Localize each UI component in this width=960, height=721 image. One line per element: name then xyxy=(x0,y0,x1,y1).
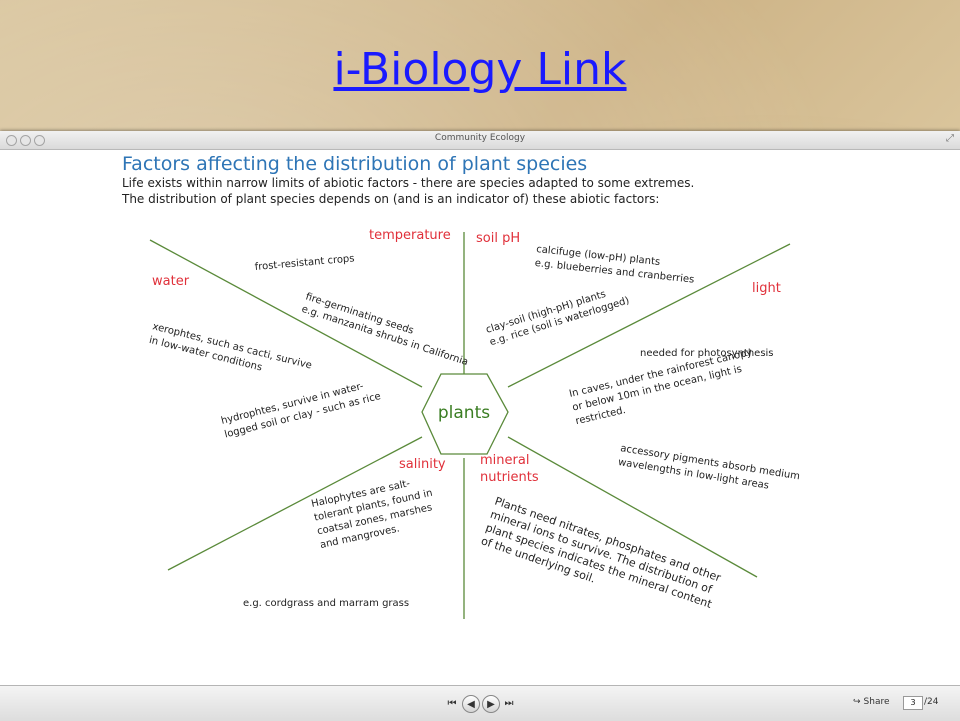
spoke-lower-right xyxy=(507,436,758,578)
share-button[interactable]: ↪ Share xyxy=(853,697,890,707)
slide-subtitle-2: The distribution of plant species depend… xyxy=(121,192,659,206)
share-label: Share xyxy=(863,697,890,707)
window-titlebar: Community Ecology ⤢ xyxy=(0,131,960,150)
spoke-lower-left xyxy=(167,436,423,571)
note-photo: needed for photosynthesis xyxy=(640,348,774,359)
slide-subtitle-1: Life exists within narrow limits of abio… xyxy=(122,176,694,190)
i-biology-link[interactable]: i-Biology Link xyxy=(333,44,627,95)
note-frost: frost-resistant crops xyxy=(254,253,355,273)
last-slide-button[interactable]: ⏭ xyxy=(504,697,514,709)
label-mineral: mineral xyxy=(480,453,529,468)
minimize-window-button[interactable] xyxy=(20,135,31,146)
slide-diagram: Factors affecting the distribution of pl… xyxy=(121,153,801,619)
label-soil-ph: soil pH xyxy=(476,231,520,246)
slideshow-controls: ⏮ ◀ ▶ ⏭ ↪ Share 3 /24 xyxy=(0,685,960,721)
next-slide-button[interactable]: ▶ xyxy=(482,695,500,713)
center-hexagon xyxy=(421,373,509,455)
presentation-window: Community Ecology ⤢ Factors affecting th… xyxy=(0,131,960,721)
slide-title: Factors affecting the distribution of pl… xyxy=(122,153,587,175)
window-title: Community Ecology xyxy=(434,133,526,143)
spoke-upper-right xyxy=(507,243,791,388)
label-water: water xyxy=(152,274,190,289)
share-icon: ↪ xyxy=(853,697,861,707)
page-total: /24 xyxy=(924,697,939,707)
close-window-button[interactable] xyxy=(6,135,17,146)
spoke-upper-left xyxy=(149,239,423,388)
note-cord: e.g. cordgrass and marram grass xyxy=(243,598,409,609)
label-temperature: temperature xyxy=(369,228,451,243)
label-light: light xyxy=(752,281,781,296)
center-label: plants xyxy=(438,403,490,423)
label-nutrients: nutrients xyxy=(480,470,539,485)
previous-slide-button[interactable]: ◀ xyxy=(462,695,480,713)
label-salinity: salinity xyxy=(399,457,446,472)
page-number-input[interactable]: 3 xyxy=(903,696,923,710)
note-fire-2: e.g. manzanita shrubs in California xyxy=(300,304,469,368)
slide-content: Factors affecting the distribution of pl… xyxy=(0,149,960,685)
first-slide-button[interactable]: ⏮ xyxy=(447,697,457,709)
zoom-window-button[interactable] xyxy=(34,135,45,146)
fullscreen-icon[interactable]: ⤢ xyxy=(946,133,954,144)
